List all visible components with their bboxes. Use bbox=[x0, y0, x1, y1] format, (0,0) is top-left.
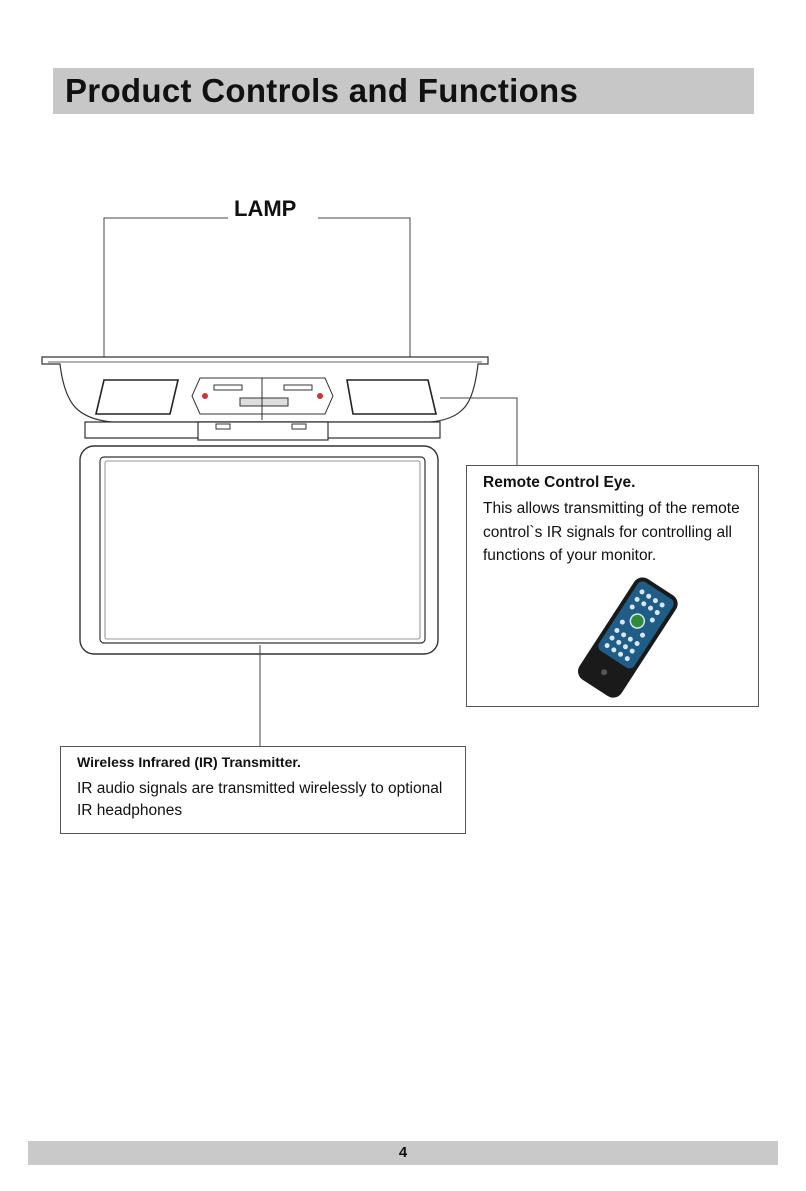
header-bar: Product Controls and Functions bbox=[53, 68, 754, 114]
lamp-label: LAMP bbox=[234, 196, 297, 221]
lamp-leader-lines bbox=[103, 217, 411, 398]
right-lamp bbox=[346, 379, 438, 415]
remote-control-image bbox=[578, 577, 678, 698]
page-title: Product Controls and Functions bbox=[65, 72, 579, 109]
remote-eye-title: Remote Control Eye. bbox=[483, 474, 636, 491]
remote-eye-description: This allows transmitting of the remote c… bbox=[483, 500, 740, 564]
control-panel bbox=[191, 377, 334, 430]
remote-eye-leader bbox=[440, 397, 518, 465]
ir-transmitter-callout: Wireless Infrared (IR) Transmitter. IR a… bbox=[60, 746, 466, 834]
footer-bar: 4 bbox=[28, 1141, 778, 1165]
ir-transmitter-title: Wireless Infrared (IR) Transmitter. bbox=[77, 754, 301, 770]
page-number: 4 bbox=[398, 1144, 408, 1161]
ir-transmitter-description: IR audio signals are transmitted wireles… bbox=[77, 780, 443, 819]
monitor-screen bbox=[79, 445, 439, 655]
left-lamp bbox=[94, 379, 180, 415]
